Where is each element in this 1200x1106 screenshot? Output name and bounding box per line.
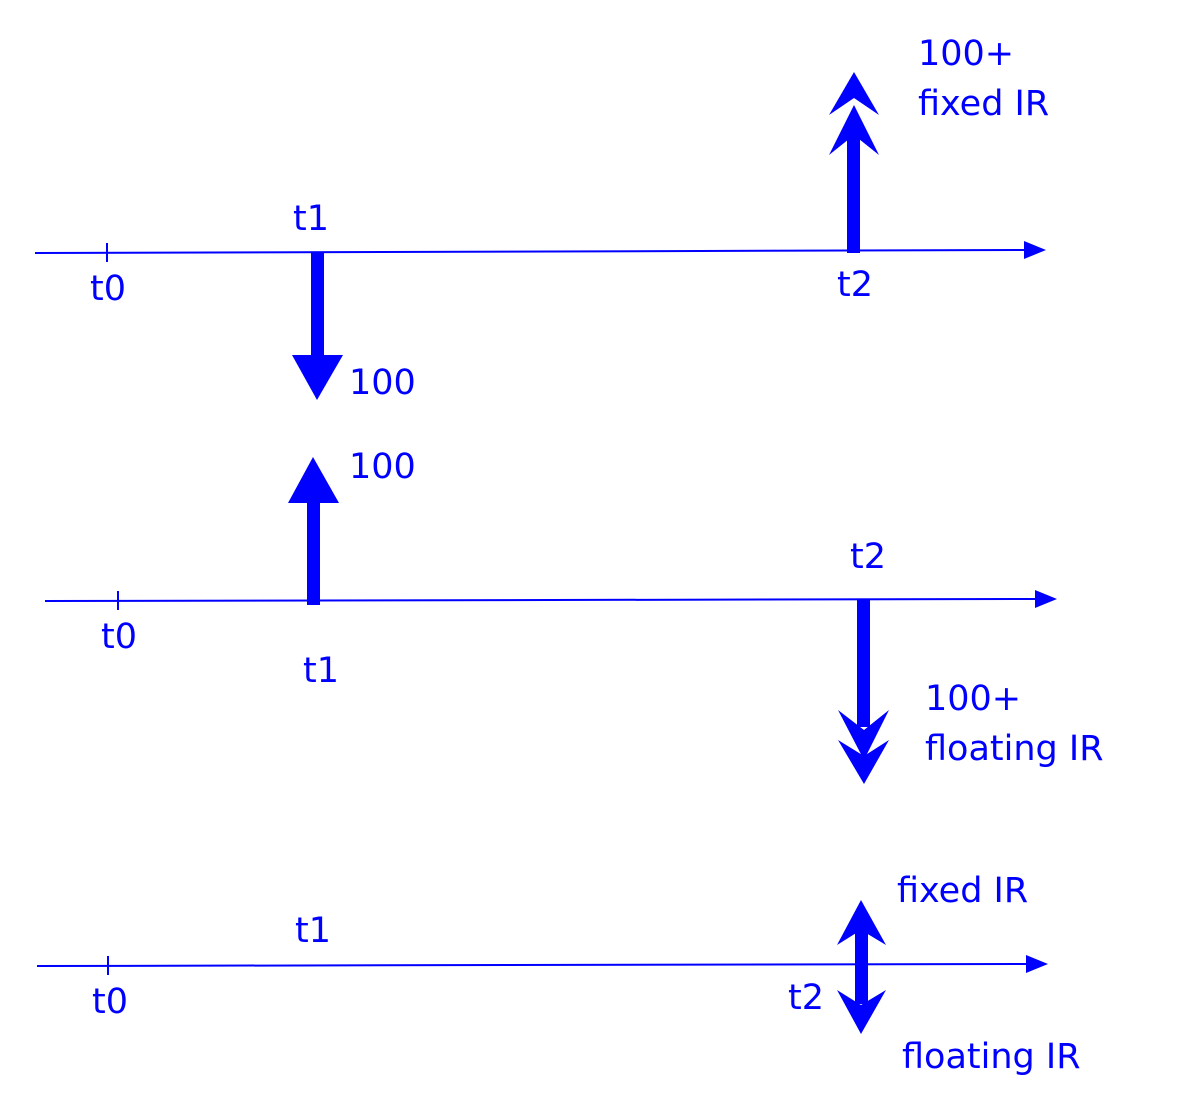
- t2-fixed-flow-label: fixed IR: [897, 871, 1028, 911]
- t1-label: t1: [303, 651, 339, 691]
- timeline-axis: [36, 963, 1031, 967]
- timeline-axis: [34, 249, 1031, 254]
- t0-label: t0: [90, 269, 126, 309]
- t2-flow-label-line1: 100+: [918, 34, 1014, 74]
- t2-flow-label-line2: fixed IR: [918, 84, 1049, 124]
- panel-2-bond-floating: t0 t1 t2 100 100+ floating IR: [44, 447, 1104, 784]
- t2-outflow-arrow-icon: [838, 599, 889, 784]
- panel-3-swap: t0 t1 t2 fixed IR floating IR: [36, 871, 1081, 1077]
- t0-label: t0: [101, 617, 137, 657]
- panel-1-bond-fixed: t0 t1 t2 100 100+ fixed IR: [34, 34, 1049, 403]
- t1-inflow-arrow-icon: [288, 457, 339, 605]
- t2-inflow-arrow-icon: [829, 72, 879, 253]
- t2-flow-label-line1: 100+: [925, 679, 1021, 719]
- timeline-axis: [44, 598, 1041, 602]
- timeline-arrowhead-icon: [1026, 955, 1048, 973]
- t2-label: t2: [788, 978, 824, 1018]
- t1-flow-label: 100: [349, 447, 416, 487]
- t1-flow-label: 100: [349, 363, 416, 403]
- t1-label: t1: [293, 199, 329, 239]
- t2-exchange-arrow-icon: [837, 900, 886, 1034]
- t2-flow-label-line2: floating IR: [925, 729, 1104, 769]
- timeline-arrowhead-icon: [1035, 590, 1057, 608]
- t1-outflow-arrow-icon: [292, 253, 343, 400]
- t2-label: t2: [837, 265, 873, 305]
- t2-label: t2: [850, 537, 886, 577]
- timeline-arrowhead-icon: [1024, 241, 1046, 259]
- t2-floating-flow-label: floating IR: [902, 1037, 1081, 1077]
- t1-label: t1: [295, 911, 331, 951]
- t0-label: t0: [92, 982, 128, 1022]
